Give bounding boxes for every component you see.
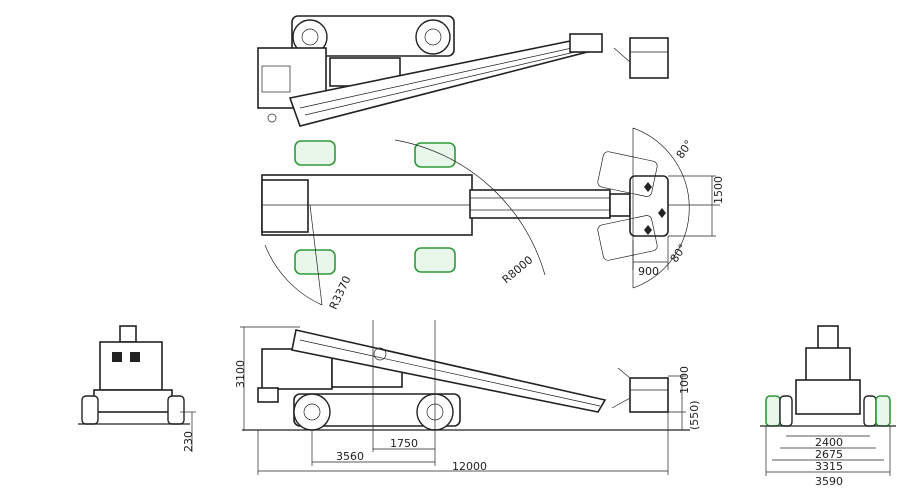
rear-right-tire (414, 247, 456, 273)
ground-clearance-dim: 230 (182, 431, 195, 452)
platform-floor-height-dim: (550) (688, 400, 701, 430)
rotation-angle-left: 80° (674, 138, 696, 161)
rear-width-dim-2: 2675 (815, 448, 843, 461)
tail-radius-dim: R3370 (327, 274, 354, 312)
wheelbase-dim: 3560 (336, 450, 364, 463)
front-view (78, 325, 196, 452)
rotation-angle-right: 80° (668, 241, 690, 264)
boom-radius-dim: R8000 (500, 253, 536, 286)
overall-length-dim: 12000 (452, 460, 487, 473)
rear-width-dim-3: 3315 (815, 460, 843, 473)
platform-width-dim: 1500 (712, 176, 725, 204)
plan-view (261, 127, 720, 306)
rear-width-dim-4: 3590 (815, 475, 843, 488)
rear-view (760, 325, 896, 476)
platform-height-dim: 1000 (678, 366, 691, 394)
front-right-tire (294, 249, 336, 275)
platform-depth-dim: 900 (638, 265, 659, 278)
stowed-height-dim: 3100 (234, 360, 247, 388)
top-elevation-view (257, 15, 669, 127)
rear-left-tire (414, 142, 456, 168)
side-elevation-view (240, 320, 690, 475)
turntable-offset-dim: 1750 (390, 437, 418, 450)
rear-width-dim-1: 2400 (815, 436, 843, 449)
front-left-tire (294, 140, 336, 166)
